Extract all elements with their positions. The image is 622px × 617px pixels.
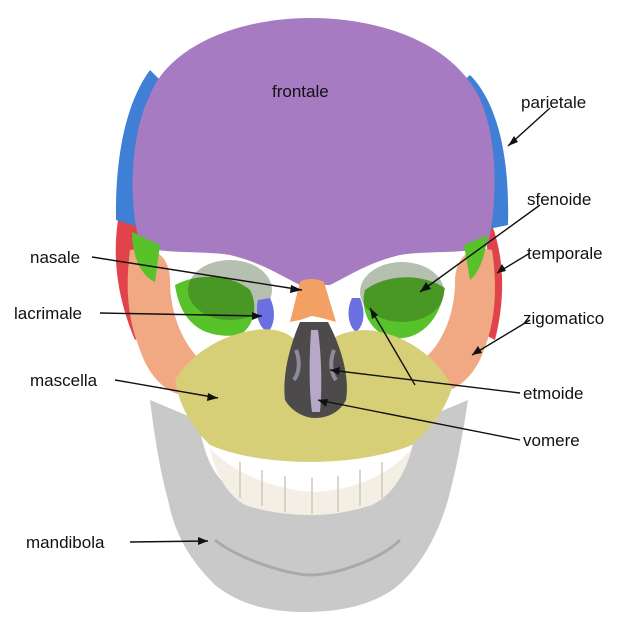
nasale-bone [290,279,336,322]
lacrimale-right [349,298,364,332]
label-vomere: vomere [523,431,580,450]
leader-mandibola [130,541,208,542]
label-temporale: temporale [527,244,603,263]
frontale-bone [133,18,495,285]
label-zigomatico: zigomatico [523,309,604,328]
label-nasale: nasale [30,248,80,267]
label-mascella: mascella [30,371,98,390]
label-sfenoide: sfenoide [527,190,591,209]
label-parietale: parietale [521,93,586,112]
label-mandibola: mandibola [26,533,105,552]
label-lacrimale: lacrimale [14,304,82,323]
label-etmoide: etmoide [523,384,583,403]
label-frontale: frontale [272,82,329,101]
